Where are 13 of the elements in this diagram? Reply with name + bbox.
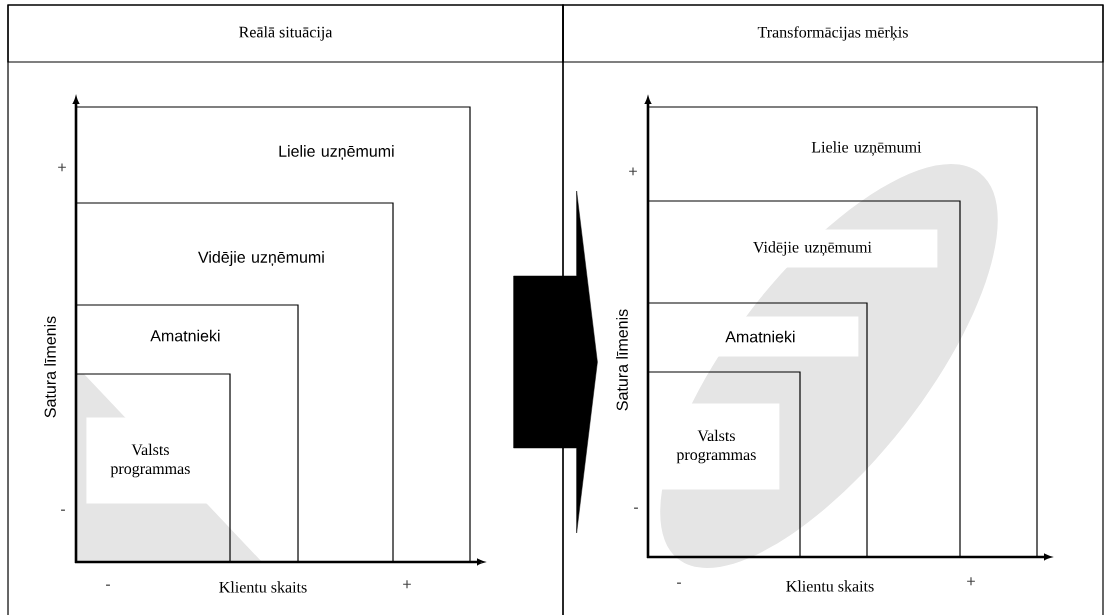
block-arrow (513, 190, 598, 534)
axis-sign: + (403, 580, 411, 589)
axis-label: Satura līmenis (616, 309, 628, 411)
axis-label: Klientu skaits (786, 580, 874, 592)
axis-sign: + (629, 167, 637, 176)
axis-sign: + (967, 577, 975, 586)
axis-label: Satura līmenis (44, 316, 56, 418)
segment-box: Valsts programmas (75, 373, 231, 563)
axis-sign: + (58, 163, 66, 172)
axis-sign: - (677, 582, 681, 584)
segment-box: Valsts programmas (647, 371, 801, 558)
axis-label: Klientu skaits (219, 581, 307, 593)
axis-sign: - (106, 584, 110, 586)
